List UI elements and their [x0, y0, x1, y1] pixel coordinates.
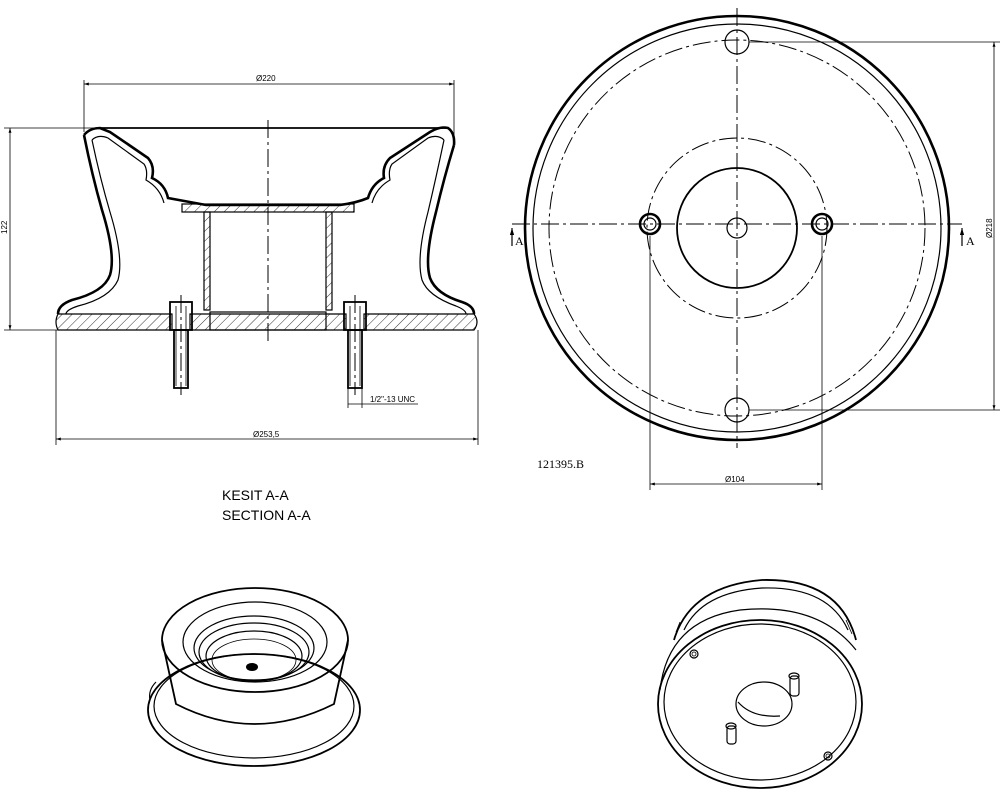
section-view: Ø220 122 Ø253,5 1/2"-13 UNC	[0, 74, 479, 445]
section-title-en: SECTION A-A	[222, 507, 311, 523]
dim-height: 122	[0, 220, 9, 234]
section-title-tr: KESIT A-A	[222, 487, 289, 503]
dim-bolt-circle: Ø104	[725, 475, 745, 484]
dim-outer-diameter: Ø218	[985, 218, 994, 238]
section-mark-left: A	[515, 234, 524, 248]
top-view: A A Ø218 Ø104	[509, 8, 1000, 490]
dim-top-diameter: Ø220	[256, 74, 276, 83]
section-mark-right: A	[966, 234, 975, 248]
part-number: 121395.B	[537, 457, 584, 471]
dim-base-diameter: Ø253,5	[253, 430, 280, 439]
iso-view-top	[147, 587, 361, 767]
thread-callout: 1/2"-13 UNC	[370, 395, 415, 404]
iso-view-bottom	[657, 579, 863, 789]
